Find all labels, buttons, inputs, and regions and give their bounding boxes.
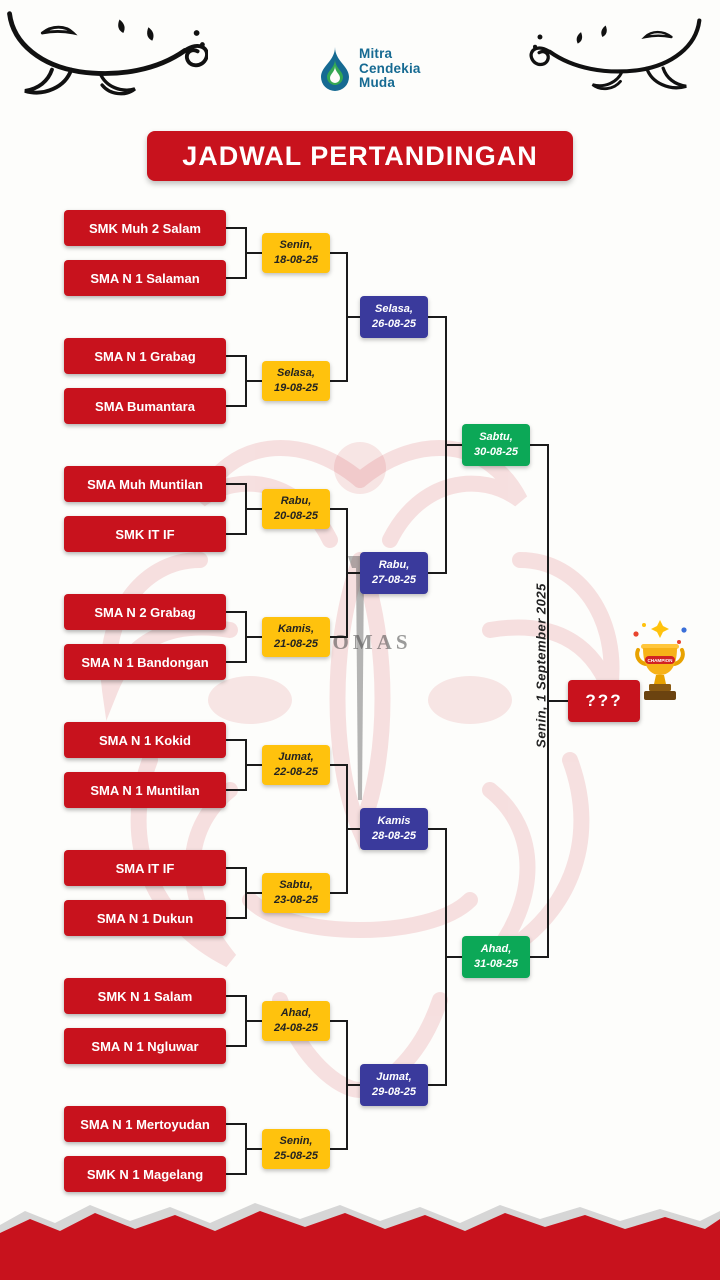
match-day: Ahad, bbox=[280, 1007, 312, 1020]
team-box: SMA N 1 Dukun bbox=[64, 900, 226, 936]
match-day: Rabu, bbox=[280, 495, 312, 508]
round1-match-box: Kamis, 21-08-25 bbox=[262, 617, 330, 657]
match-day: Selasa, bbox=[375, 303, 413, 316]
match-day: Sabtu, bbox=[479, 431, 513, 444]
match-day: Jumat, bbox=[376, 1071, 412, 1084]
match-day: Kamis bbox=[377, 815, 411, 828]
match-date: 28-08-25 bbox=[371, 830, 417, 842]
team-box: SMA N 1 Kokid bbox=[64, 722, 226, 758]
round2-match-box: Selasa, 26-08-25 bbox=[360, 296, 428, 338]
round3-match-box: Sabtu, 30-08-25 bbox=[462, 424, 530, 466]
match-date: 19-08-25 bbox=[273, 382, 319, 394]
match-date: 29-08-25 bbox=[371, 1086, 417, 1098]
page-title: JADWAL PERTANDINGAN bbox=[147, 131, 573, 181]
team-box: SMA IT IF bbox=[64, 850, 226, 886]
logo-drop-icon bbox=[321, 47, 349, 91]
match-date: 21-08-25 bbox=[273, 638, 319, 650]
round1-match-box: Senin, 18-08-25 bbox=[262, 233, 330, 273]
match-day: Kamis, bbox=[277, 623, 315, 636]
final-date-label: Senin, 1 September 2025 bbox=[533, 583, 549, 748]
logo-line-1: Mitra bbox=[359, 46, 393, 62]
match-day: Sabtu, bbox=[279, 879, 313, 892]
match-date: 30-08-25 bbox=[473, 446, 519, 458]
final-winner-box: ??? bbox=[568, 680, 640, 722]
match-date: 25-08-25 bbox=[273, 1150, 319, 1162]
match-day: Senin, bbox=[279, 1135, 313, 1148]
match-date: 20-08-25 bbox=[273, 510, 319, 522]
team-box: SMA N 1 Ngluwar bbox=[64, 1028, 226, 1064]
match-date: 31-08-25 bbox=[473, 958, 519, 970]
team-box: SMK IT IF bbox=[64, 516, 226, 552]
logo-line-3: Muda bbox=[359, 75, 396, 91]
team-box: SMA N 1 Grabag bbox=[64, 338, 226, 374]
team-box: SMK N 1 Salam bbox=[64, 978, 226, 1014]
team-box: SMA N 1 Muntilan bbox=[64, 772, 226, 808]
team-box: SMK Muh 2 Salam bbox=[64, 210, 226, 246]
round1-match-box: Sabtu, 23-08-25 bbox=[262, 873, 330, 913]
match-date: 26-08-25 bbox=[371, 318, 417, 330]
torn-paper-edge bbox=[0, 1203, 720, 1280]
match-date: 23-08-25 bbox=[273, 894, 319, 906]
team-box: SMA Muh Muntilan bbox=[64, 466, 226, 502]
round1-match-box: Ahad, 24-08-25 bbox=[262, 1001, 330, 1041]
logo-text: Mitra Cendekia Muda bbox=[359, 47, 421, 91]
match-date: 24-08-25 bbox=[273, 1022, 319, 1034]
match-day: Selasa, bbox=[277, 367, 315, 380]
round1-match-box: Rabu, 20-08-25 bbox=[262, 489, 330, 529]
round3-match-box: Ahad, 31-08-25 bbox=[462, 936, 530, 978]
team-box: SMK N 1 Magelang bbox=[64, 1156, 226, 1192]
team-box: SMA N 2 Grabag bbox=[64, 594, 226, 630]
corner-flourish-right-icon bbox=[520, 14, 716, 106]
match-day: Rabu, bbox=[378, 559, 410, 572]
match-day: Ahad, bbox=[480, 943, 512, 956]
logo: Mitra Cendekia Muda bbox=[318, 46, 421, 92]
svg-text:CHAMPION: CHAMPION bbox=[647, 658, 673, 663]
round1-match-box: Jumat, 22-08-25 bbox=[262, 745, 330, 785]
match-day: Senin, bbox=[279, 239, 313, 252]
match-date: 27-08-25 bbox=[371, 574, 417, 586]
emblem-watermark-text: OMAS bbox=[332, 630, 412, 654]
team-box: SMA N 1 Mertoyudan bbox=[64, 1106, 226, 1142]
round1-match-box: Selasa, 19-08-25 bbox=[262, 361, 330, 401]
round2-match-box: Rabu, 27-08-25 bbox=[360, 552, 428, 594]
round2-match-box: Jumat, 29-08-25 bbox=[360, 1064, 428, 1106]
team-box: SMA N 1 Bandongan bbox=[64, 644, 226, 680]
round1-match-box: Senin, 25-08-25 bbox=[262, 1129, 330, 1169]
match-date: 18-08-25 bbox=[273, 254, 319, 266]
logo-line-2: Cendekia bbox=[359, 60, 421, 76]
match-date: 22-08-25 bbox=[273, 766, 319, 778]
match-day: Jumat, bbox=[278, 751, 314, 764]
team-box: SMA Bumantara bbox=[64, 388, 226, 424]
team-box: SMA N 1 Salaman bbox=[64, 260, 226, 296]
round2-match-box: Kamis 28-08-25 bbox=[360, 808, 428, 850]
corner-flourish-left-icon bbox=[2, 6, 209, 114]
